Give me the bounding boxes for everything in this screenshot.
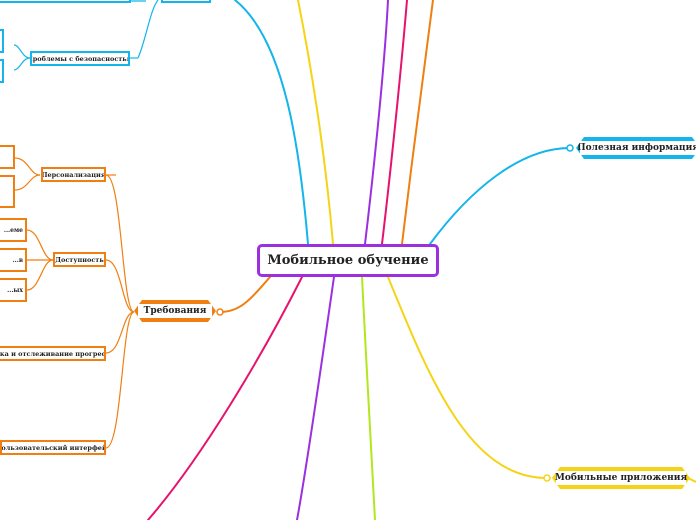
connector-yellow-top	[297, 0, 334, 245]
connector-orange-top	[401, 0, 434, 245]
connector-purple-bottom	[296, 276, 335, 520]
subtopic-personalization-label: Персонализация	[41, 170, 106, 179]
subtopic-security-problems-label: Проблемы с безопасностью	[30, 54, 130, 63]
subtopic-accessibility[interactable]: Доступность	[53, 252, 106, 267]
topic-useful-info[interactable]: Полезная информация	[576, 137, 696, 159]
subtopic-progress-tracking-label: ...ика и отслеживание прогресса	[0, 349, 106, 358]
topic-mobile-apps-label: Мобильные приложения	[554, 473, 688, 483]
subtopic-progress-tracking[interactable]: ...ика и отслеживание прогресса	[0, 346, 106, 361]
connector-pink-bottom	[147, 276, 303, 520]
leaf-accessibility-1[interactable]: ...еме	[0, 218, 27, 242]
leaf-accessibility-3-label: ...ых	[7, 286, 23, 294]
connector-lime-bottom	[361, 276, 376, 520]
requirements-connector-dot	[216, 308, 224, 316]
subtopic-security-problems[interactable]: Проблемы с безопасностью	[30, 51, 130, 66]
leaf-accessibility-1-label: ...еме	[3, 226, 23, 234]
connector-requirements	[219, 276, 271, 313]
connector-mobile-apps	[387, 276, 548, 479]
leaf-accessibility-2[interactable]: ...в	[0, 248, 27, 272]
topic-requirements[interactable]: Требования	[134, 300, 216, 322]
connector-blue-top	[234, 0, 309, 245]
useful-info-connector-dot	[566, 144, 574, 152]
central-topic-label: Мобильное обучение	[267, 253, 429, 268]
connector-pink-top	[381, 0, 408, 245]
leaf-accessibility-2-label: ...в	[12, 256, 23, 264]
topic-requirements-label: Требования	[143, 306, 207, 316]
central-topic[interactable]: Мобильное обучение	[257, 244, 439, 277]
leaf-accessibility-3[interactable]: ...ых	[0, 278, 27, 302]
mobile-apps-connector-dot	[543, 474, 551, 482]
topic-mobile-apps[interactable]: Мобильные приложения	[552, 467, 690, 489]
subtopic-user-interface-label: Пользовательский интерфейс	[0, 443, 106, 452]
subtopic-accessibility-label: Доступность	[55, 255, 104, 264]
connector-purple-top	[364, 0, 389, 245]
subtopic-user-interface[interactable]: Пользовательский интерфейс	[0, 440, 106, 455]
topic-useful-info-label: Полезная информация	[577, 143, 696, 153]
connector-useful-info	[429, 147, 571, 245]
leaf-personalization-1[interactable]	[0, 145, 15, 169]
subtopic-personalization[interactable]: Персонализация	[41, 167, 106, 182]
leaf-personalization-2[interactable]	[0, 175, 15, 208]
